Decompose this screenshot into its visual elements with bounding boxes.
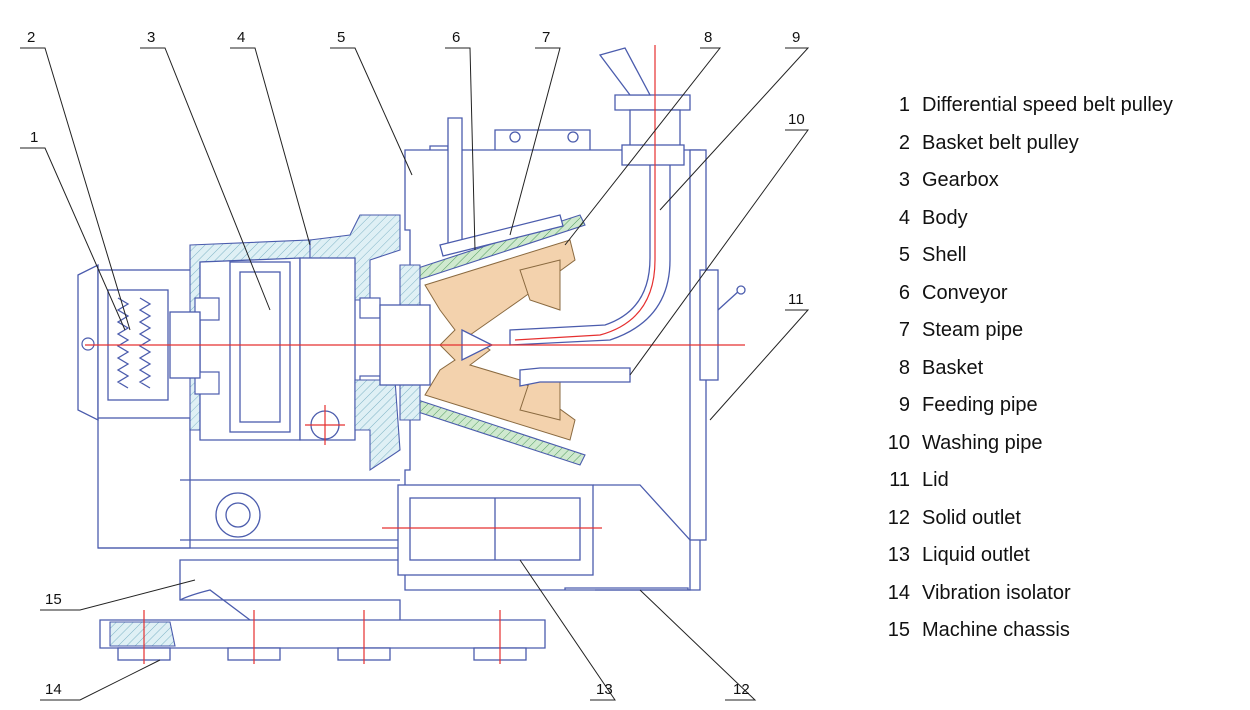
legend-item: 6 Conveyor xyxy=(878,280,1248,318)
main-shaft xyxy=(85,304,745,386)
callout-14: 14 xyxy=(45,681,62,698)
legend-label: Machine chassis xyxy=(922,619,1070,641)
callout-3: 3 xyxy=(147,29,155,46)
solid-outlet xyxy=(593,484,691,591)
legend-number: 3 xyxy=(898,169,910,191)
legend-number: 7 xyxy=(898,319,910,341)
legend-item: 2 Basket belt pulley xyxy=(878,130,1248,168)
legend-label: Vibration isolator xyxy=(922,581,1071,604)
callout-8: 8 xyxy=(704,29,712,46)
legend-label: Steam pipe xyxy=(922,319,1024,341)
belt-pulleys xyxy=(77,263,194,422)
legend-item: 3 Gearbox xyxy=(878,167,1248,205)
legend-item: 11 Lid xyxy=(878,467,1248,505)
legend-item: 9 Feeding pipe xyxy=(878,392,1248,430)
callout-15: 15 xyxy=(45,591,62,608)
legend-item: 4 Body xyxy=(878,205,1248,243)
callout-11: 11 xyxy=(788,291,804,308)
legend-label: Liquid outlet xyxy=(922,544,1030,566)
legend-number: 5 xyxy=(898,244,910,266)
legend-label: Body xyxy=(922,206,968,229)
callout-2: 2 xyxy=(27,29,35,46)
washing-pipe xyxy=(519,367,631,387)
centrifuge-cross-section: 1 2 3 4 5 6 7 8 9 10 11 12 13 14 15 xyxy=(20,29,810,701)
legend-label: Shell xyxy=(922,244,967,266)
legend-number: 9 xyxy=(898,394,910,416)
legend-label: Solid outlet xyxy=(922,506,1021,529)
parts-legend: 1 Differential speed belt pulley 2 Basket b… xyxy=(878,92,1248,655)
callout-13: 13 xyxy=(596,681,613,698)
legend-label: Washing pipe xyxy=(922,431,1043,454)
legend-number: 12 xyxy=(887,506,910,529)
legend-item: 12 Solid outlet xyxy=(878,505,1248,543)
liquid-outlet xyxy=(382,484,602,576)
legend-item: 8 Basket xyxy=(878,355,1248,393)
legend-item: 7 Steam pipe xyxy=(878,317,1248,355)
legend-number: 10 xyxy=(887,431,910,454)
callout-9: 9 xyxy=(792,29,800,46)
legend-label: Differential speed belt pulley xyxy=(922,94,1173,116)
legend-number: 6 xyxy=(898,281,910,304)
legend-item: 13 Liquid outlet xyxy=(878,542,1248,580)
machine-chassis xyxy=(97,317,546,649)
legend-item: 15 Machine chassis xyxy=(878,617,1248,655)
conveyor xyxy=(424,239,576,441)
legend-number: 1 xyxy=(898,94,910,116)
legend-number: 2 xyxy=(898,131,910,154)
legend-item: 14 Vibration isolator xyxy=(878,580,1248,618)
gearbox-body xyxy=(189,214,401,538)
legend-item: 10 Washing pipe xyxy=(878,430,1248,468)
callout-7: 7 xyxy=(542,29,550,46)
steam-pipe xyxy=(439,117,564,257)
feeding-pipe xyxy=(509,45,691,346)
callout-labels: 1 2 3 4 5 6 7 8 9 10 11 12 13 14 15 xyxy=(27,29,805,698)
callout-4: 4 xyxy=(237,29,245,46)
legend-number: 14 xyxy=(887,581,910,604)
callout-1: 1 xyxy=(30,129,38,146)
callout-10: 10 xyxy=(788,111,805,128)
legend-number: 15 xyxy=(887,619,910,641)
legend-label: Basket belt pulley xyxy=(922,131,1079,154)
callout-5: 5 xyxy=(337,29,345,46)
legend-number: 8 xyxy=(898,356,910,379)
legend-number: 11 xyxy=(889,469,910,491)
leader-lines xyxy=(20,47,810,701)
vibration-isolators xyxy=(117,610,527,664)
callout-12: 12 xyxy=(733,681,750,698)
legend-label: Feeding pipe xyxy=(922,394,1038,416)
legend-item: 1 Differential speed belt pulley xyxy=(878,92,1248,130)
callout-6: 6 xyxy=(452,29,460,46)
legend-number: 4 xyxy=(898,206,910,229)
legend-label: Gearbox xyxy=(922,169,999,191)
legend-label: Basket xyxy=(922,356,984,379)
legend-item: 5 Shell xyxy=(878,242,1248,280)
legend-label: Lid xyxy=(922,469,949,491)
legend-number: 13 xyxy=(887,544,910,566)
legend-label: Conveyor xyxy=(922,281,1008,304)
